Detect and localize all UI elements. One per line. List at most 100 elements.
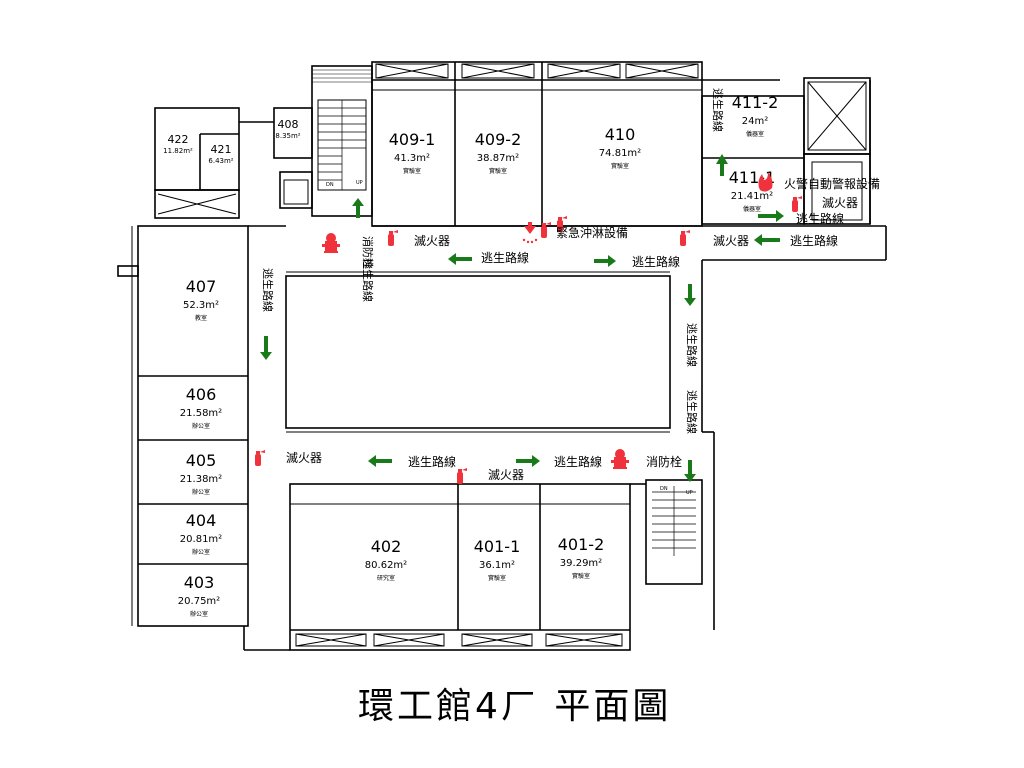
room-use: 教室 (195, 314, 207, 322)
fire-hydrant-icon (611, 449, 629, 469)
room-use: 儀器室 (743, 205, 761, 213)
plan-label: 逃生路線 (408, 454, 456, 469)
room-area: 6.43m² (208, 157, 233, 165)
room-area: 52.3m² (183, 300, 219, 311)
plan-title: 環工館4ㄏ 平面圖 (358, 686, 671, 727)
room-use: 實驗室 (489, 167, 507, 175)
room-number: 421 (211, 143, 232, 156)
exit-arrow-icon (684, 284, 696, 306)
room-use: 實驗室 (488, 574, 506, 582)
room-area: 38.87m² (477, 153, 519, 164)
exit-arrow-icon (716, 154, 728, 176)
room-404: 404 20.81m² 辦公室 (180, 511, 222, 556)
fire-extinguisher-icon (255, 450, 265, 466)
exit-arrow-icon (448, 253, 472, 265)
stair-marks: DN UP DN UP (326, 180, 693, 496)
room-use: 實驗室 (403, 167, 421, 175)
plan-label: 緊急沖淋設備 (556, 225, 628, 240)
room-number: 406 (186, 385, 217, 404)
room-area: 39.29m² (560, 558, 602, 569)
room-area: 36.1m² (479, 560, 515, 571)
room-area: 24m² (742, 116, 768, 127)
room-406: 406 21.58m² 辦公室 (180, 385, 222, 430)
exit-arrow-icon (516, 455, 540, 467)
room-number: 401-2 (558, 535, 605, 554)
room-number: 411-2 (732, 93, 779, 112)
room-use: 辦公室 (192, 548, 210, 556)
room-407: 407 52.3m² 教室 (183, 277, 219, 322)
exit-arrow-icon (352, 198, 364, 218)
room-area: 11.82m² (163, 147, 193, 155)
exit-arrow-icon (368, 455, 392, 467)
plan-label: 滅火器 (488, 468, 524, 482)
room-401-2: 401-2 39.29m² 實驗室 (558, 535, 605, 580)
walls (117, 61, 887, 651)
room-use: 研究室 (377, 574, 395, 582)
plan-label-vertical: 逃生路線 (711, 88, 725, 132)
plan-label: 滅火器 (414, 234, 450, 248)
fire-alarm-icon (758, 172, 773, 192)
stair-mark: DN (660, 486, 668, 492)
plan-label-vertical: 逃生路線 (685, 323, 699, 367)
room-number: 407 (186, 277, 217, 296)
room-area: 21.58m² (180, 408, 222, 419)
fire-extinguisher-icon (388, 230, 398, 246)
fire-extinguisher-icon (680, 230, 690, 246)
room-number: 409-1 (389, 130, 436, 149)
room-use: 辦公室 (192, 488, 210, 496)
labels: 滅火器逃生路線緊急沖淋設備逃生路線滅火器逃生路線火警自動警報設備滅火器逃生路線滅… (286, 176, 880, 482)
room-number: 405 (186, 451, 217, 470)
plan-label: 逃生路線 (481, 250, 529, 265)
fire-extinguisher-icon (792, 196, 802, 212)
plan-label: 逃生路線 (796, 211, 844, 226)
stair-mark: UP (356, 180, 363, 186)
room-number: 408 (278, 118, 299, 131)
plan-label-vertical: 逃生路線 (685, 390, 699, 434)
exit-arrow-icon (260, 336, 272, 360)
fire-hydrant-icon (322, 233, 340, 253)
room-number: 404 (186, 511, 217, 530)
room-number: 403 (184, 573, 215, 592)
exit-arrow-icon (754, 234, 780, 246)
room-area: 20.75m² (178, 596, 220, 607)
room-use: 辦公室 (190, 610, 208, 618)
plan-label: 逃生路線 (790, 233, 838, 248)
stair-mark: DN (326, 182, 334, 188)
room-area: 21.41m² (731, 191, 773, 202)
room-410: 410 74.81m² 實驗室 (599, 125, 641, 170)
room-405: 405 21.38m² 辦公室 (180, 451, 222, 496)
safety-icons (255, 172, 802, 484)
plan-label: 火警自動警報設備 (784, 176, 880, 191)
plan-label: 滅火器 (822, 196, 858, 210)
plan-label-vertical: 消防栓 (361, 236, 375, 269)
exit-arrow-icon (594, 255, 616, 267)
room-area: 21.38m² (180, 474, 222, 485)
room-area: 74.81m² (599, 148, 641, 159)
emergency-shower-icon (522, 222, 538, 244)
room-409-2: 409-2 38.87m² 實驗室 (475, 130, 522, 175)
exit-arrow-icon (758, 210, 784, 222)
exit-arrows (260, 154, 784, 482)
plan-label: 滅火器 (286, 451, 322, 465)
fire-extinguisher-icon (457, 468, 467, 484)
room-use: 辦公室 (192, 422, 210, 430)
room-use: 實驗室 (572, 572, 590, 580)
room-area: 80.62m² (365, 560, 407, 571)
room-number: 410 (605, 125, 636, 144)
room-use: 實驗室 (611, 162, 629, 170)
room-number: 409-2 (475, 130, 522, 149)
plan-label: 逃生路線 (554, 454, 602, 469)
exit-arrow-icon (684, 460, 696, 482)
room-area: 20.81m² (180, 534, 222, 545)
plan-label-vertical: 逃生路線 (361, 258, 375, 302)
plan-label: 逃生路線 (632, 254, 680, 269)
